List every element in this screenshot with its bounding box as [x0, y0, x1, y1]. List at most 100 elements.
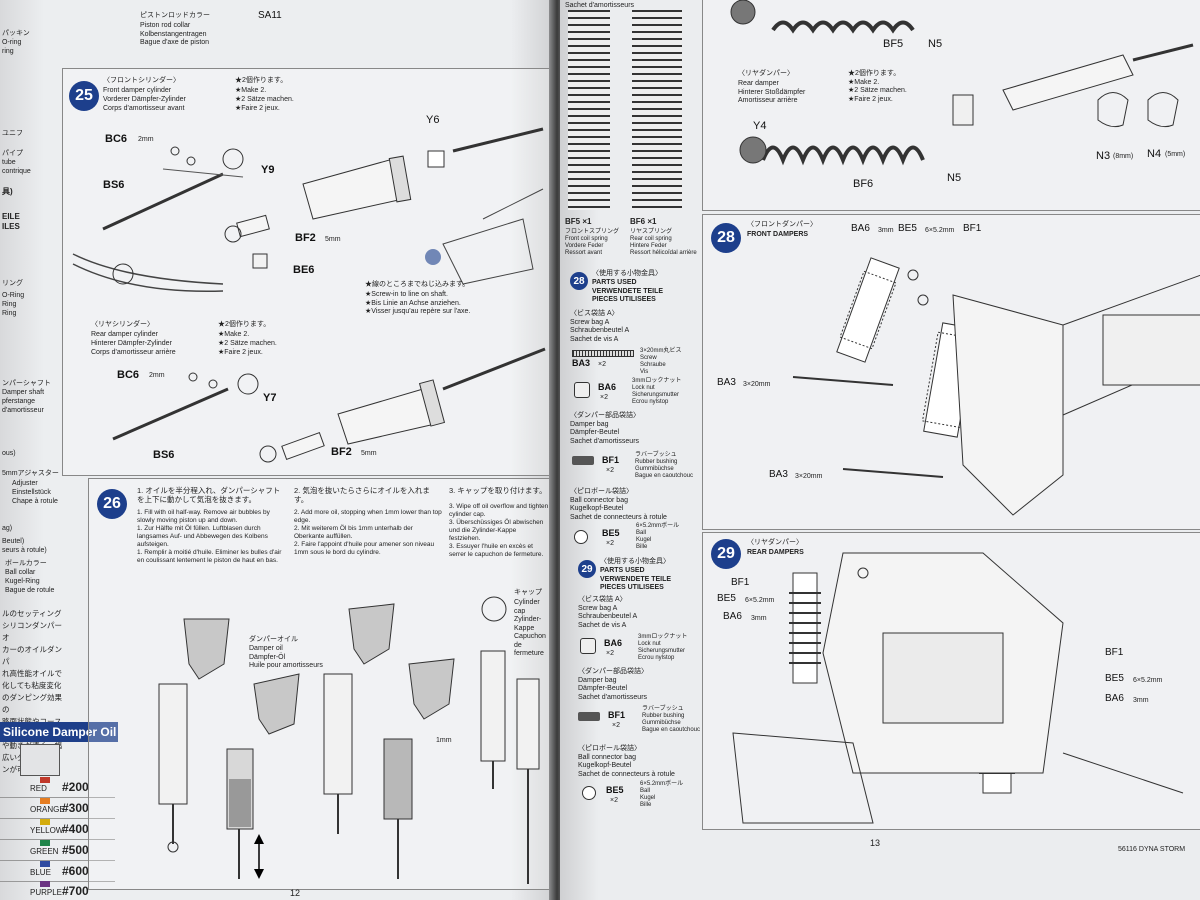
step26-3-text: 3. Wipe off oil overflow and tighten cyl…	[449, 503, 549, 558]
oil-row: YELLOW #400	[0, 818, 115, 840]
screw-note: ★Screw-in to line on shaft. ★Bis Linie a…	[365, 291, 471, 315]
oil-value: #300	[62, 801, 89, 815]
part-bf2: BF2	[295, 232, 316, 244]
oil-row: PURPLE #700	[0, 880, 115, 900]
rear-cyl-make-jp: ★2個作ります。	[218, 321, 271, 328]
step28-title-jp: 〈フロントダンパー〉	[747, 221, 817, 228]
bf1-bushing-icon-29	[578, 712, 600, 721]
margin-item: pferstange	[2, 398, 36, 405]
bf5-spring-icon	[568, 10, 610, 210]
rear-cyl-title-en: Rear damper cylinder	[91, 331, 158, 338]
step28-badge: 28	[711, 223, 741, 253]
rear-part-bf2: BF2	[331, 446, 352, 458]
margin-item: パイプ	[2, 150, 23, 157]
step28-ba6-size: 3mm	[878, 227, 894, 234]
ba6-desc-29: 3mmロックナット Lock nut Sicherungsmutter Ecro…	[638, 634, 688, 661]
bf1-desc-29: ラバーブッシュ Rubber bushing Gummibüchse Bague…	[642, 706, 701, 733]
step25-title-de: Vorderer Dämpfer-Zylinder	[103, 96, 186, 103]
parts28-badge: 28	[570, 272, 588, 290]
part-bf2-size: 5mm	[325, 236, 341, 243]
part-bc6-size: 2mm	[138, 136, 154, 143]
step29-ba6-a: BA6	[723, 611, 742, 622]
rear-part-bs6: BS6	[153, 449, 175, 461]
parts29-ball-bag: 〈ピロボール袋詰〉 Ball connector bag Kugelkopf-B…	[578, 745, 675, 778]
bf1-qty: ×2	[606, 467, 614, 474]
rear-cyl-title-fr: Corps d'amortisseur arrière	[91, 349, 176, 356]
margin-item: Ring	[2, 310, 17, 317]
step29-be5-b-size: 6×5.2mm	[1133, 677, 1163, 684]
ba6-part-29: BA6	[604, 638, 623, 648]
piston-collar-label-jp: ピストンロッドカラー	[140, 12, 210, 19]
part-sa11: SA11	[258, 10, 282, 21]
part-be6: BE6	[293, 264, 315, 276]
bf1-part: BF1	[602, 455, 620, 465]
step28-be5: BE5	[898, 223, 917, 234]
oil-color: RED	[30, 784, 47, 793]
one-mm-label: 1mm	[436, 737, 452, 744]
damper-oil-label: Damper oil Dämpfer-Öl Huile pour amortis…	[249, 645, 323, 669]
margin-item: Ball collar	[5, 569, 36, 576]
part-bc6: BC6	[105, 133, 128, 145]
ba6-qty: ×2	[600, 394, 608, 401]
step28-ba3-b: BA3	[769, 469, 788, 480]
oil-filling-drawing	[158, 596, 540, 884]
oil-row: GREEN #500	[0, 839, 115, 861]
margin-item: O-Ring	[2, 292, 25, 299]
part-y6: Y6	[426, 114, 440, 126]
rear-cyl-make-en: ★Make 2.	[218, 331, 250, 338]
ba6-nut-icon	[574, 382, 590, 398]
step28-ba6: BA6	[851, 223, 870, 234]
margin-item: seurs à rotule)	[2, 547, 47, 554]
bf5-text: フロントスプリング Front coil spring Vordere Fede…	[565, 229, 620, 256]
rear-part-y7: Y7	[263, 392, 277, 404]
oil-swatch	[40, 777, 50, 783]
parts28-title-jp: 〈使用する小物金具〉	[592, 270, 662, 277]
be5-ball-icon-29	[582, 786, 596, 800]
bf6-spring-icon	[632, 10, 682, 210]
be5-qty-29: ×2	[610, 797, 618, 804]
margin-item: ユニフ	[2, 130, 23, 137]
right-page-number: 13	[870, 838, 881, 848]
left-page-number: 12	[290, 888, 301, 898]
parts28-title: PARTS USED VERWENDETE TEILE PIECES UTILI…	[592, 279, 664, 303]
rear-cyl-title-de: Hinterer Dämpfer-Zylinder	[91, 340, 172, 347]
margin-item: tube	[2, 159, 16, 166]
rear-damper-make: ★2個作ります。 ★Make 2. ★2 Sätze machen. ★Fair…	[848, 70, 907, 103]
front-cylinder-drawing	[72, 127, 546, 463]
margin-item: Beutel)	[2, 538, 25, 545]
margin-item: 5mmアジャスター	[2, 470, 59, 477]
step29-ba6-a-size: 3mm	[751, 615, 767, 622]
margin-item: ring	[2, 48, 14, 55]
oil-swatch	[40, 840, 50, 846]
part-bf6: BF6	[853, 178, 874, 190]
oil-row: RED #200	[0, 776, 115, 798]
step29-ba6-b-size: 3mm	[1133, 697, 1149, 704]
step28-bf1: BF1	[963, 223, 982, 234]
step25-title-en: Front damper cylinder	[103, 87, 172, 94]
ba6-qty-29: ×2	[606, 650, 614, 657]
bf1-part-29: BF1	[608, 710, 626, 720]
rear-part-bc6: BC6	[117, 369, 140, 381]
step25-make-de: ★2 Sätze machen.	[235, 96, 294, 103]
be5-ball-icon	[574, 530, 588, 544]
ba3-qty: ×2	[598, 361, 606, 368]
step29-be5-a-size: 6×5.2mm	[745, 597, 775, 604]
be5-desc-29: 6×5.2mmボール Ball Kugel Bille	[640, 781, 684, 808]
parts29-damper-bag: 〈ダンパー部品袋詰〉 Damper bag Dämpfer-Beutel Sac…	[578, 668, 648, 701]
rear-cyl-title-jp: 〈リヤシリンダー〉	[91, 321, 154, 328]
rear-dampers-drawing	[732, 552, 1184, 824]
step26-2-jp: 2. 気泡を抜いたらさらにオイルを入れます。	[294, 486, 430, 504]
rear-damper-assembly-panel: 〈リヤダンパー〉 Rear damper Hinterer Stoßdämpfe…	[702, 0, 1200, 211]
right-page-footer: 56116 DYNA STORM	[1118, 846, 1186, 853]
step26-panel: 26 1. オイルを半分程入れ、ダンパーシャフトを上下に動かして気泡を抜きます。…	[88, 478, 552, 890]
parts28-ball-bag: 〈ピロボール袋詰〉 Ball connector bag Kugelkopf-B…	[570, 488, 667, 521]
oil-value: #500	[62, 843, 89, 857]
left-margin-column: パッキン O-ring ring ユニフ パイプ tube contrique …	[0, 30, 62, 774]
right-page: Sachet d'amortisseurs BF5 ×1 フロントスプリング F…	[560, 0, 1200, 900]
oil-swatch	[40, 881, 50, 887]
oil-color: BLUE	[30, 868, 51, 877]
oil-color: PURPLE	[30, 888, 63, 897]
step28-panel: 28 〈フロントダンパー〉 FRONT DAMPERS BA6 3mm BE5 …	[702, 214, 1200, 530]
screw-note-jp: ★線のところまでねじ込みます。	[365, 281, 470, 288]
parts29-screw-bag: 〈ビス袋詰 A〉 Screw bag A Schraubenbeutel A S…	[578, 596, 638, 629]
